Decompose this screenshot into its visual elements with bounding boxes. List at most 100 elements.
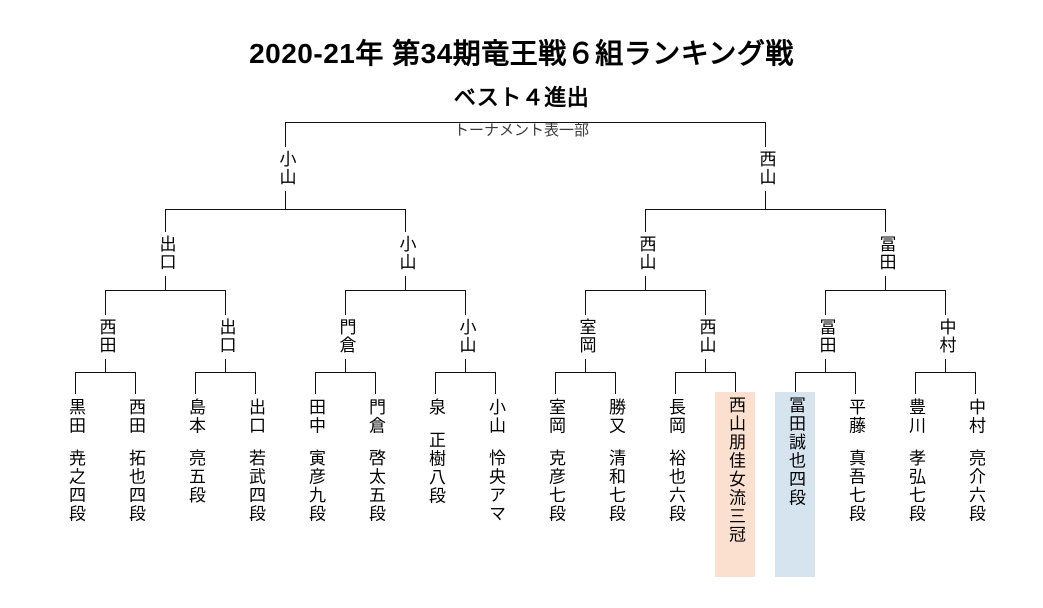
player-surname: 田中	[305, 398, 325, 435]
leaf-connector-bar	[915, 372, 975, 373]
r16-connector-bar	[345, 290, 465, 291]
leaf-connector-left	[435, 372, 436, 394]
bracket-node-r1-r: 西山	[755, 150, 776, 186]
player-surname: 勝又	[605, 398, 625, 435]
final-connector-bar	[285, 122, 765, 123]
player-given-and-rank: 克彦七段	[545, 449, 565, 523]
player-entry-highlighted: 西山朋佳女流三冠	[715, 392, 755, 577]
r16-stem	[465, 359, 466, 372]
player-entry: 室岡克彦七段	[535, 398, 575, 527]
leaf-connector-right	[975, 372, 976, 394]
r16-stem	[585, 359, 586, 372]
r16-connector-left	[345, 290, 346, 315]
r16-connector-left	[585, 290, 586, 315]
player-surname: 門倉	[365, 398, 385, 435]
leaf-connector-right	[615, 372, 616, 394]
leaf-connector-bar	[315, 372, 375, 373]
leaf-connector-left	[195, 372, 196, 394]
bracket-node-r1-l: 小山	[275, 150, 296, 186]
r16-stem	[705, 359, 706, 372]
leaf-connector-right	[255, 372, 256, 394]
player-given-and-rank: 怜央アマ	[485, 449, 505, 523]
r16-stem	[105, 359, 106, 372]
player-entry: 小山怜央アマ	[475, 398, 515, 527]
semifinal-stem	[285, 191, 286, 209]
r16-connector-right	[465, 290, 466, 315]
bracket-node-r2-4: 冨田	[875, 235, 896, 271]
player-given-and-rank: 清和七段	[605, 449, 625, 523]
quarter-connector-bar	[165, 209, 405, 210]
leaf-connector-bar	[75, 372, 135, 373]
player-given-and-rank: 孝弘七段	[905, 449, 925, 523]
quarterfinal-stem	[885, 276, 886, 290]
final-connector-right	[765, 122, 766, 147]
page-subtitle: ベスト４進出	[453, 85, 590, 110]
leaf-connector-right	[135, 372, 136, 394]
player-given-and-rank: 裕也六段	[665, 449, 685, 523]
player-given-and-rank: 尭之四段	[65, 449, 85, 523]
player-given-and-rank: 正樹八段	[425, 430, 445, 505]
quarter-connector-left	[165, 209, 166, 232]
r16-stem	[345, 359, 346, 372]
r16-connector-right	[945, 290, 946, 315]
player-surname: 西田	[125, 398, 145, 435]
leaf-connector-right	[495, 372, 496, 394]
player-given-and-rank: 拓也四段	[125, 449, 145, 523]
player-entry: 中村亮介六段	[955, 398, 995, 527]
bracket-node-r3-2: 出口	[215, 318, 236, 354]
bracket-node-r3-5: 室岡	[575, 318, 596, 354]
quarterfinal-stem	[165, 276, 166, 290]
player-entry: 出口若武四段	[235, 398, 275, 527]
bracket-node-r3-3: 門倉	[335, 318, 356, 354]
player-surname: 出口	[245, 398, 265, 435]
player-entry: 泉正樹八段	[415, 398, 455, 509]
player-entry: 勝又清和七段	[595, 398, 635, 527]
r16-connector-bar	[105, 290, 225, 291]
player-entry: 長岡裕也六段	[655, 398, 695, 527]
player-surname: 島本	[185, 398, 205, 435]
leaf-connector-left	[315, 372, 316, 394]
player-entry: 豊川孝弘七段	[895, 398, 935, 527]
final-connector-left	[285, 122, 286, 147]
r16-connector-bar	[585, 290, 705, 291]
player-surname: 小山	[485, 398, 505, 435]
player-entry: 西田拓也四段	[115, 398, 155, 527]
r16-stem	[225, 359, 226, 372]
leaf-connector-right	[855, 372, 856, 394]
leaf-connector-left	[555, 372, 556, 394]
leaf-connector-bar	[435, 372, 495, 373]
leaf-connector-bar	[675, 372, 735, 373]
bracket-node-r3-8: 中村	[935, 318, 956, 354]
r16-stem	[945, 359, 946, 372]
bracket-node-r3-1: 西田	[95, 318, 116, 354]
quarterfinal-stem	[405, 276, 406, 290]
bracket-node-r3-7: 冨田	[815, 318, 836, 354]
player-given-and-rank: 寅彦九段	[305, 449, 325, 523]
player-name-full: 西山朋佳女流三冠	[725, 396, 745, 544]
leaf-connector-left	[675, 372, 676, 394]
leaf-connector-right	[375, 372, 376, 394]
player-surname: 長岡	[665, 398, 685, 435]
leaf-connector-left	[795, 372, 796, 394]
player-given-and-rank: 真吾七段	[845, 449, 865, 523]
player-surname: 中村	[965, 398, 985, 435]
player-entry: 黒田尭之四段	[55, 398, 95, 527]
semifinal-stem	[765, 191, 766, 209]
player-surname: 黒田	[65, 398, 85, 435]
player-surname: 平藤	[845, 398, 865, 435]
page-title: 2020-21年 第34期竜王戦６組ランキング戦	[249, 38, 794, 69]
player-entry: 平藤真吾七段	[835, 398, 875, 527]
bracket-caption: トーナメント表一部	[453, 121, 589, 139]
player-given-and-rank: 啓太五段	[365, 449, 385, 523]
player-given-and-rank: 若武四段	[245, 449, 265, 523]
player-entry-highlighted: 冨田誠也四段	[775, 392, 815, 577]
r16-connector-right	[705, 290, 706, 315]
player-surname: 泉	[425, 398, 445, 417]
leaf-connector-right	[735, 372, 736, 394]
player-entry: 田中寅彦九段	[295, 398, 335, 527]
leaf-connector-left	[915, 372, 916, 394]
r16-connector-right	[225, 290, 226, 315]
player-entry: 門倉啓太五段	[355, 398, 395, 527]
player-name-full: 冨田誠也四段	[785, 396, 805, 507]
